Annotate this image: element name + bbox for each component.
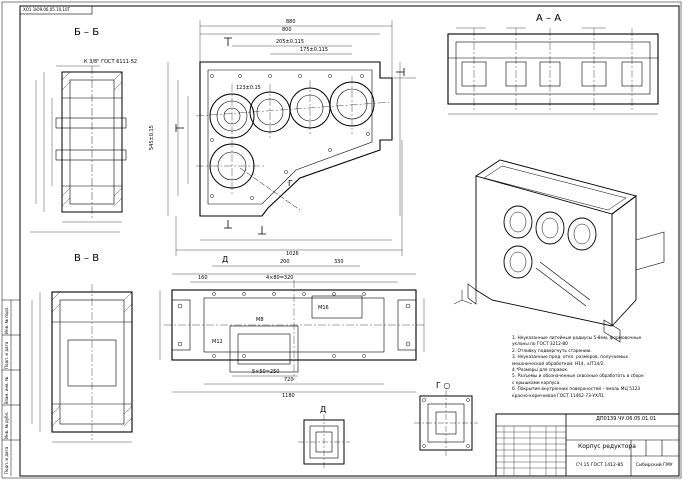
dim-inner-c: 123±0.15 bbox=[236, 85, 261, 91]
dim-m16: M16 bbox=[318, 305, 329, 311]
isometric-view bbox=[453, 159, 665, 343]
plan-view bbox=[159, 265, 425, 393]
dim-plan-5x50: 5×50=250 bbox=[252, 369, 280, 375]
dim-overall-len: 880 bbox=[286, 19, 296, 25]
title-organization: Сибирский ГМУ bbox=[636, 463, 673, 468]
code-box bbox=[19, 5, 93, 15]
section-label-aa: А – А bbox=[536, 13, 562, 24]
drawing-code-top: ХО1 1Ю9.06.05.10.10Т bbox=[23, 7, 71, 12]
side-label: Подп. и дата bbox=[4, 341, 9, 369]
note-line: 6. Покрытие внутренних поверхностей – эм… bbox=[512, 387, 641, 393]
side-label: Подп. и дата bbox=[4, 446, 9, 474]
dim-m8: M8 bbox=[256, 317, 264, 323]
view-vv bbox=[31, 284, 133, 443]
section-label-bb: Б – Б bbox=[74, 27, 100, 38]
note-line: 2. Отливку подвергнуть старению. bbox=[512, 348, 592, 354]
side-label: Инв. № подл. bbox=[4, 306, 9, 334]
tech-notes: 1. Неуказанные литейные радиусы 5-8мм, ф… bbox=[512, 336, 644, 400]
note-line: 3. Неуказанные пред. откл. размеров, пол… bbox=[512, 355, 629, 361]
dim-plan-720: 720 bbox=[284, 377, 294, 383]
section-label-d-plan: Д bbox=[222, 255, 229, 264]
note-line: с крышками корпуса. bbox=[512, 380, 561, 386]
dim-plan-330: 330 bbox=[334, 259, 344, 265]
side-label: Взам. инв. № bbox=[4, 376, 9, 404]
inner-frame bbox=[19, 5, 680, 477]
note-line: уклоны по ГОСТ 3212-80 bbox=[512, 342, 568, 348]
note-line: красно-коричневая ГОСТ 11462-73-УХЛ1. bbox=[512, 393, 606, 399]
view-go bbox=[414, 390, 478, 456]
section-label-g: Г bbox=[288, 179, 293, 188]
dim-plan-8x50: 4×80=320 bbox=[266, 275, 294, 281]
dim-m12: M12 bbox=[212, 339, 223, 345]
dim-inner-a: 205±0.115 bbox=[276, 39, 305, 45]
dim-gost-bb: К 3/8" ГОСТ 6111-52 bbox=[84, 59, 138, 65]
view-bb bbox=[30, 65, 127, 233]
title-material: СЧ 15 ГОСТ 1412-85 bbox=[576, 463, 624, 468]
dim-inner-b: 175±0.115 bbox=[300, 47, 329, 53]
note-line: 4.*Размеры для справок. bbox=[512, 367, 569, 373]
title-part-name: Корпус редуктора bbox=[578, 443, 636, 450]
title-block-lines bbox=[495, 413, 680, 477]
dim-plan-160: 160 bbox=[198, 275, 208, 281]
section-label-d-small: Д bbox=[320, 405, 327, 414]
main-view bbox=[167, 20, 416, 256]
side-label: Инв. № дубл. bbox=[4, 411, 9, 439]
view-aa bbox=[447, 27, 659, 115]
dim-plan-1180: 1180 bbox=[282, 393, 295, 399]
note-line: 1. Неуказанные литейные радиусы 5-8мм, ф… bbox=[512, 336, 642, 341]
dim-width-bottom: 1026 bbox=[286, 251, 299, 257]
dim-upper-len: 800 bbox=[282, 27, 292, 33]
section-label-vv: В – В bbox=[74, 253, 100, 264]
note-line: механической обработкой: H14, ±IT14/2. bbox=[512, 361, 605, 367]
note-line: 5. Разъемы и обозначенные сквозные обраб… bbox=[512, 374, 644, 380]
dim-height-main: 545±0.15 bbox=[149, 125, 155, 150]
section-label-go: Г ○ bbox=[436, 381, 451, 390]
dim-plan-200: 200 bbox=[280, 259, 290, 265]
view-d-small bbox=[298, 414, 350, 470]
title-doc-code: ДП0139.ЧУ.06.05.01.01 bbox=[596, 416, 657, 422]
